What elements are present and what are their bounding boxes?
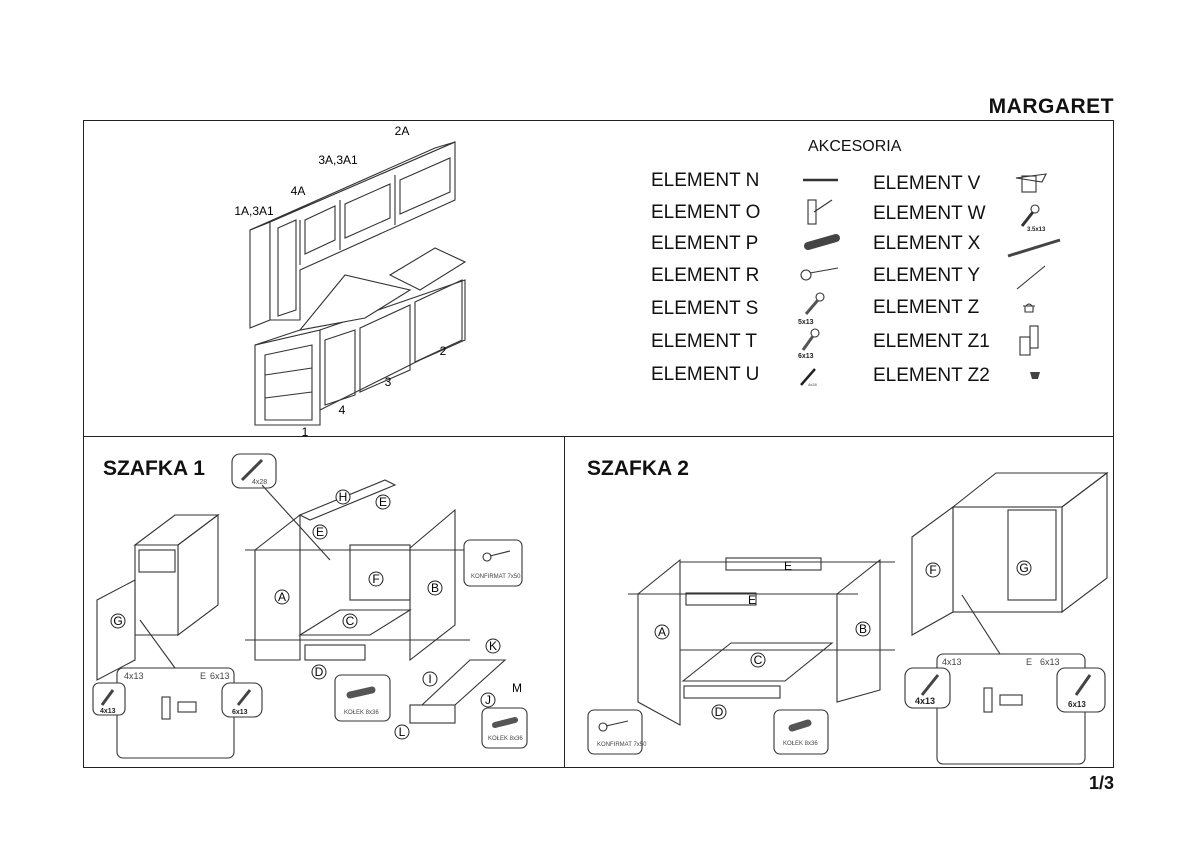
hinge-screw-6x13: 6x13 [232,709,248,716]
svg-text:KONFIRMAT 7x50: KONFIRMAT 7x50 [597,742,647,748]
svg-text:KOŁEK 8x36: KOŁEK 8x36 [783,741,818,747]
label-3: 3 [385,375,392,389]
svg-text:G: G [1019,561,1028,575]
svg-text:C: C [346,614,355,628]
dowel-icon [804,234,840,250]
svg-text:5x13: 5x13 [798,319,814,326]
svg-text:A: A [658,625,666,639]
hinge-screw-4x13: 4x13 [100,708,116,715]
label-3A-3A1: 3A,3A1 [318,153,358,167]
svg-text:E: E [1026,657,1032,667]
svg-text:B: B [431,581,439,595]
document-title: MARGARET [988,95,1114,118]
label-4: 4 [339,403,346,417]
svg-text:H: H [339,490,348,504]
svg-text:F: F [929,563,936,577]
element-x-label: ELEMENT X [873,233,981,254]
svg-text:KONFIRMAT 7x50: KONFIRMAT 7x50 [471,574,521,580]
svg-text:KOŁEK 8x36: KOŁEK 8x36 [488,736,523,742]
element-z1-label: ELEMENT Z1 [873,331,990,352]
exploded-cabinet-1: 4x28 KONFIRMAT 7x50 KOŁEK 8x36 KOŁEK 8x3… [231,453,528,749]
szafka-2-part-labels: E E A B C D F G [654,559,1032,720]
screw-t-icon: 6x13 [798,328,820,360]
label-4A: 4A [291,184,306,198]
svg-text:F: F [372,572,379,586]
screw-u-icon: 4x28 [800,368,817,387]
label-2: 2 [440,344,447,358]
element-r-label: ELEMENT R [651,265,760,286]
element-o-label: ELEMENT O [651,202,761,223]
element-z-label: ELEMENT Z [873,297,980,318]
confirmat-screw-icon [800,267,839,281]
svg-text:3.5x13: 3.5x13 [1027,227,1046,233]
element-t-label: ELEMENT T [651,331,757,352]
svg-text:L: L [399,725,406,739]
svg-text:4x28: 4x28 [252,479,267,486]
svg-text:I: I [428,672,431,686]
plate-icon [1019,325,1039,356]
element-y-label: ELEMENT Y [873,265,981,286]
element-w-label: ELEMENT W [873,203,986,224]
svg-text:M: M [512,681,522,695]
svg-text:4x13: 4x13 [942,657,962,667]
svg-text:E: E [379,495,387,509]
part-label-g: G [113,614,122,628]
svg-text:K: K [489,639,497,653]
upper-cabinets [249,141,456,329]
vertical-divider [564,436,565,768]
svg-text:D: D [315,665,324,679]
element-s-label: ELEMENT S [651,298,759,319]
element-n-label: ELEMENT N [651,170,760,191]
svg-text:J: J [485,693,491,707]
pin-icon [1016,265,1046,290]
element-u-label: ELEMENT U [651,364,760,385]
element-p-label: ELEMENT P [651,233,759,254]
assembled-cabinet-2: 4x13 E 6x13 4x13 6x13 [904,471,1109,765]
bracket-icon [1015,173,1047,193]
cap-icon [1023,303,1035,313]
svg-text:4x28: 4x28 [808,382,817,387]
page-number: 1/3 [1088,773,1114,793]
svg-text:E: E [748,593,756,607]
exploded-cabinet-2: KONFIRMAT 7x50 KOŁEK 8x36 [587,557,895,755]
svg-text:E: E [784,559,792,573]
svg-text:E: E [200,671,206,681]
svg-text:4x13: 4x13 [124,671,144,681]
element-v-label: ELEMENT V [873,173,981,194]
svg-text:C: C [754,653,763,667]
label-1A-3A1: 1A,3A1 [234,204,274,218]
foot-icon [1030,372,1040,379]
svg-text:6x13: 6x13 [798,353,814,360]
szafka-2-title: SZAFKA 2 [587,457,689,480]
lower-cabinets [254,247,467,426]
svg-text:6x13: 6x13 [210,671,230,681]
handle-bar-icon [1007,238,1061,258]
svg-text:A: A [278,590,286,604]
assembled-cabinet: G [96,513,220,681]
label-1: 1 [302,425,309,439]
szafka-1-part-labels: H E E F A B C D K I M J L [274,489,522,740]
screw-s-icon: 5x13 [798,292,825,326]
szafka-1-title: SZAFKA 1 [103,457,205,480]
element-z2-label: ELEMENT Z2 [873,365,990,386]
horizontal-divider [83,436,1114,437]
instruction-frame [83,120,1114,768]
svg-text:B: B [859,622,867,636]
svg-text:D: D [715,705,724,719]
svg-text:E: E [316,525,324,539]
accessories-title: AKCESORIA [808,138,902,155]
svg-text:6x13: 6x13 [1068,700,1086,709]
hinge-callout: 4x13 E 6x13 4x13 6x13 [92,619,263,759]
svg-text:KOŁEK 8x36: KOŁEK 8x36 [344,710,379,716]
svg-text:4x13: 4x13 [915,696,935,706]
label-2A: 2A [395,124,410,138]
screw-w-icon: 3.5x13 [1020,204,1046,233]
hinge-icon [807,199,833,225]
svg-text:6x13: 6x13 [1040,657,1060,667]
